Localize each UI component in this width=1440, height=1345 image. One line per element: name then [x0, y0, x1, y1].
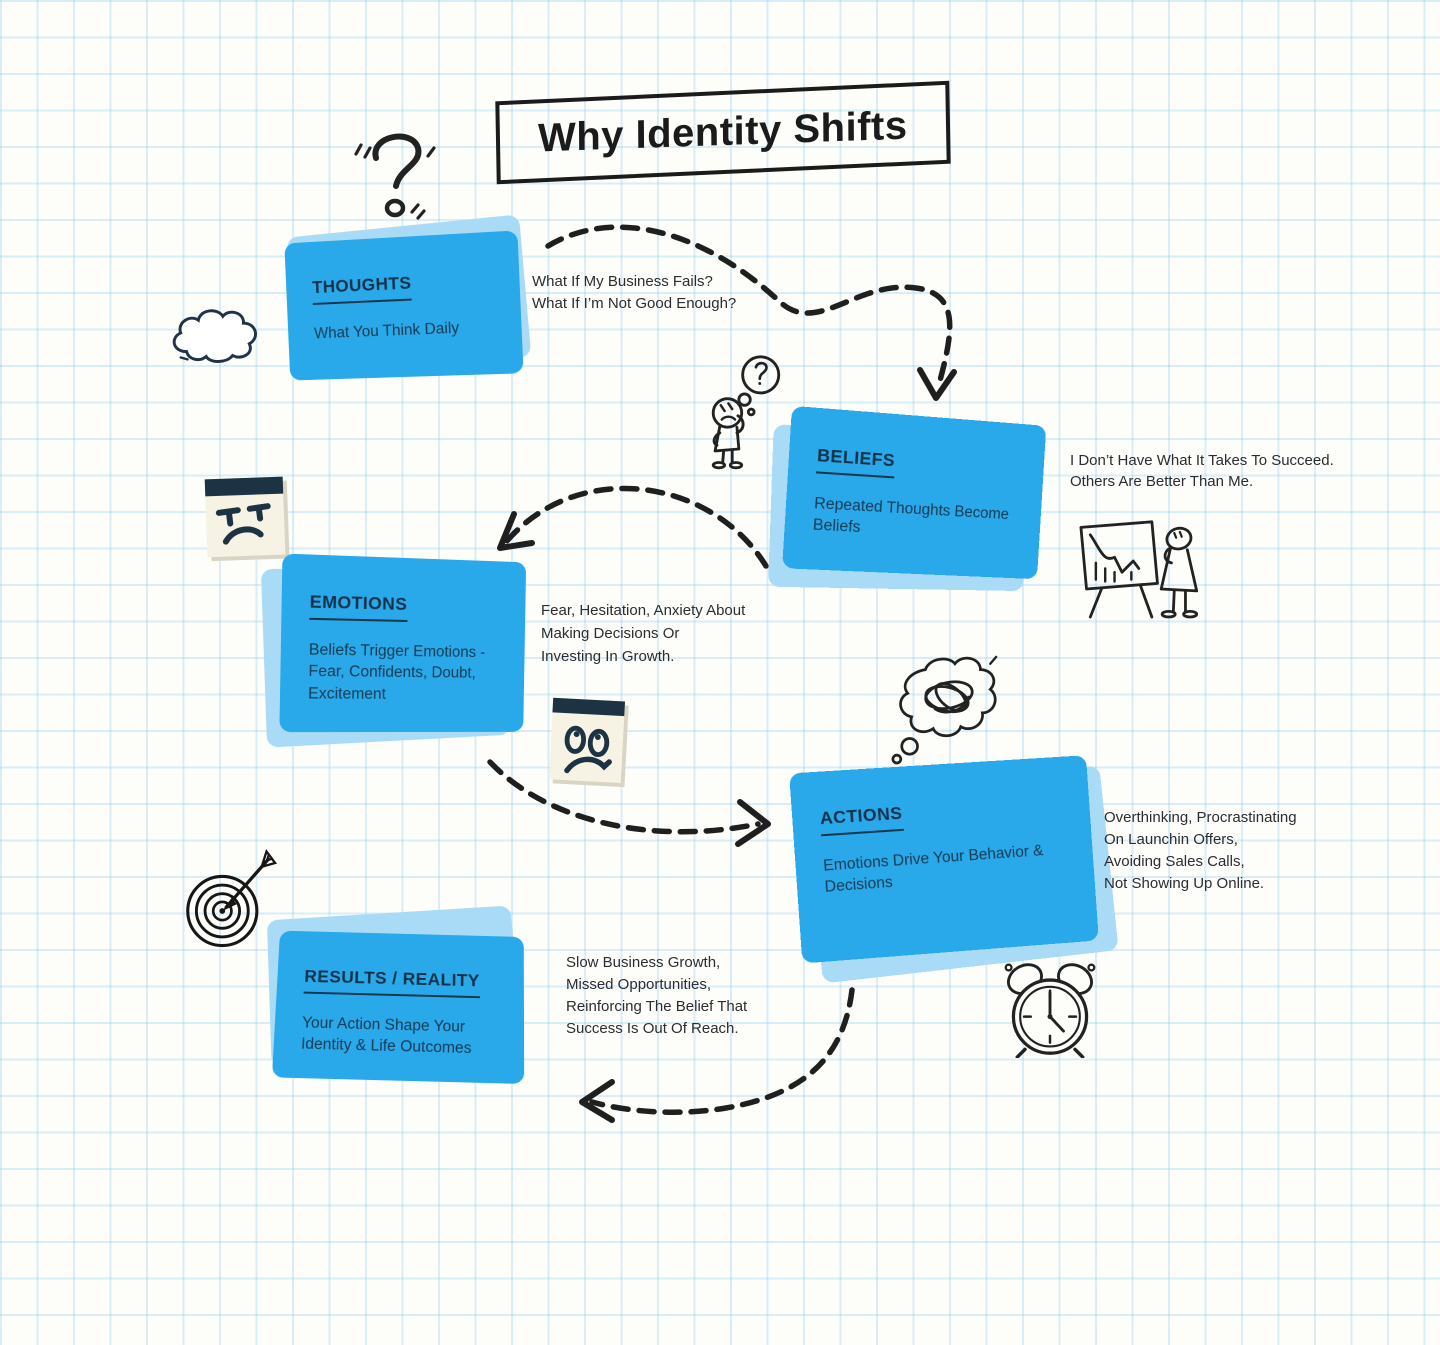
thinking-person-icon	[711, 355, 781, 470]
card-emotions-body: Beliefs Trigger Emotions - Fear, Confide…	[307, 641, 486, 703]
note-line: I Don’t Have What It Takes To Succeed.	[1070, 452, 1334, 469]
note-line: Making Decisions Or	[541, 625, 680, 642]
tangled-thought-bubble-icon	[891, 655, 998, 765]
card-actions-body: Emotions Drive Your Behavior & Decisions	[822, 842, 1044, 897]
card-results-title: RESULTS / REALITY	[303, 966, 480, 999]
note-line: What If I’m Not Good Enough?	[532, 295, 737, 312]
card-emotions-face: EMOTIONS Beliefs Trigger Emotions - Fear…	[279, 553, 527, 733]
card-beliefs: BELIEFS Repeated Thoughts Become Beliefs	[768, 405, 1047, 592]
note-beliefs-example: I Don’t Have What It Takes To Succeed. O…	[1070, 450, 1334, 492]
note-thoughts-example: What If My Business Fails? What If I’m N…	[532, 271, 736, 315]
note-line: Success Is Out Of Reach.	[566, 1020, 739, 1037]
note-line: Overthinking, Procrastinating	[1104, 809, 1297, 826]
question-mark-icon	[354, 133, 436, 220]
note-line: Not Showing Up Online.	[1104, 875, 1265, 892]
worried-note-icon	[548, 697, 629, 788]
card-thoughts-title: THOUGHTS	[311, 272, 413, 305]
card-results-face: RESULTS / REALITY Your Action Shape Your…	[271, 930, 525, 1085]
alarm-clock-icon	[1004, 963, 1096, 1058]
card-beliefs-title: BELIEFS	[816, 444, 896, 479]
note-line: Avoiding Sales Calls,	[1104, 853, 1245, 870]
card-thoughts-face: THOUGHTS What You Think Daily	[284, 230, 524, 381]
thought-cloud-icon	[172, 309, 257, 363]
angry-calendar-icon	[204, 476, 290, 562]
note-emotions-example: Fear, Hesitation, Anxiety About Making D…	[541, 599, 745, 668]
card-thoughts: THOUGHTS What You Think Daily	[284, 214, 532, 381]
page-title: Why Identity Shifts	[538, 103, 908, 161]
card-actions: ACTIONS Emotions Drive Your Behavior & D…	[789, 755, 1119, 984]
note-line: Others Are Better Than Me.	[1070, 473, 1254, 490]
card-beliefs-body: Repeated Thoughts Become Beliefs	[812, 494, 1010, 537]
card-emotions-title: EMOTIONS	[309, 591, 408, 623]
target-arrow-icon	[186, 848, 278, 948]
card-emotions: EMOTIONS Beliefs Trigger Emotions - Fear…	[260, 553, 529, 748]
note-line: Investing In Growth.	[541, 648, 675, 665]
card-beliefs-face: BELIEFS Repeated Thoughts Become Beliefs	[782, 405, 1047, 580]
arrow-beliefs-to-emotions	[503, 485, 769, 569]
note-results-example: Slow Business Growth, Missed Opportuniti…	[566, 952, 747, 1040]
note-line: Slow Business Growth,	[566, 954, 721, 971]
note-line: Missed Opportunities,	[566, 976, 712, 993]
declining-chart-easel-icon	[1079, 520, 1199, 619]
note-line: Fear, Hesitation, Anxiety About	[541, 602, 746, 619]
title-box: Why Identity Shifts	[495, 80, 951, 185]
card-actions-face: ACTIONS Emotions Drive Your Behavior & D…	[789, 755, 1099, 964]
note-line: Reinforcing The Belief That	[566, 998, 748, 1015]
card-actions-title: ACTIONS	[819, 802, 904, 837]
card-results: RESULTS / REALITY Your Action Shape Your…	[266, 905, 525, 1085]
card-thoughts-body: What You Think Daily	[313, 319, 460, 343]
note-line: On Launchin Offers,	[1104, 831, 1238, 848]
note-line: What If My Business Fails?	[532, 273, 713, 290]
card-results-body: Your Action Shape Your Identity & Life O…	[300, 1014, 472, 1058]
note-actions-example: Overthinking, Procrastinating On Launchi…	[1104, 807, 1297, 895]
